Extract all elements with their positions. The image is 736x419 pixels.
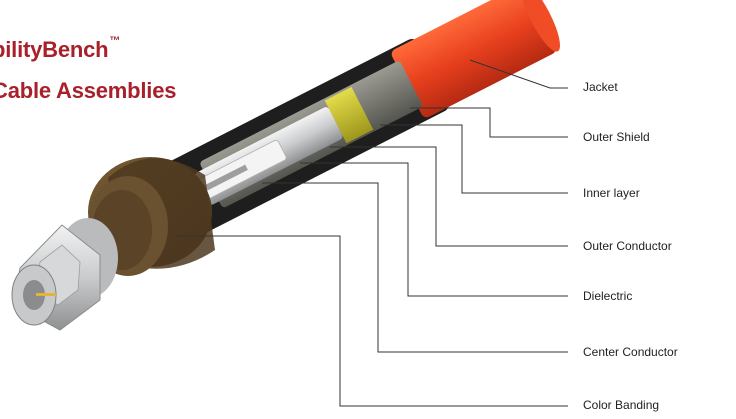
label-jacket: Jacket	[583, 80, 618, 94]
trademark-symbol: ™	[109, 35, 120, 47]
product-title-text: bilityBench	[0, 37, 108, 62]
label-center-conductor: Center Conductor	[583, 345, 678, 359]
sma-connector	[12, 218, 118, 330]
label-outer-shield: Outer Shield	[583, 130, 650, 144]
center-pin	[36, 293, 56, 296]
label-color-banding: Color Banding	[583, 398, 659, 412]
product-title: bilityBench™	[0, 37, 120, 63]
product-subtitle: Cable Assemblies	[0, 78, 176, 104]
label-outer-conductor: Outer Conductor	[583, 239, 672, 253]
label-dielectric: Dielectric	[583, 289, 632, 303]
label-inner-layer: Inner layer	[583, 186, 640, 200]
